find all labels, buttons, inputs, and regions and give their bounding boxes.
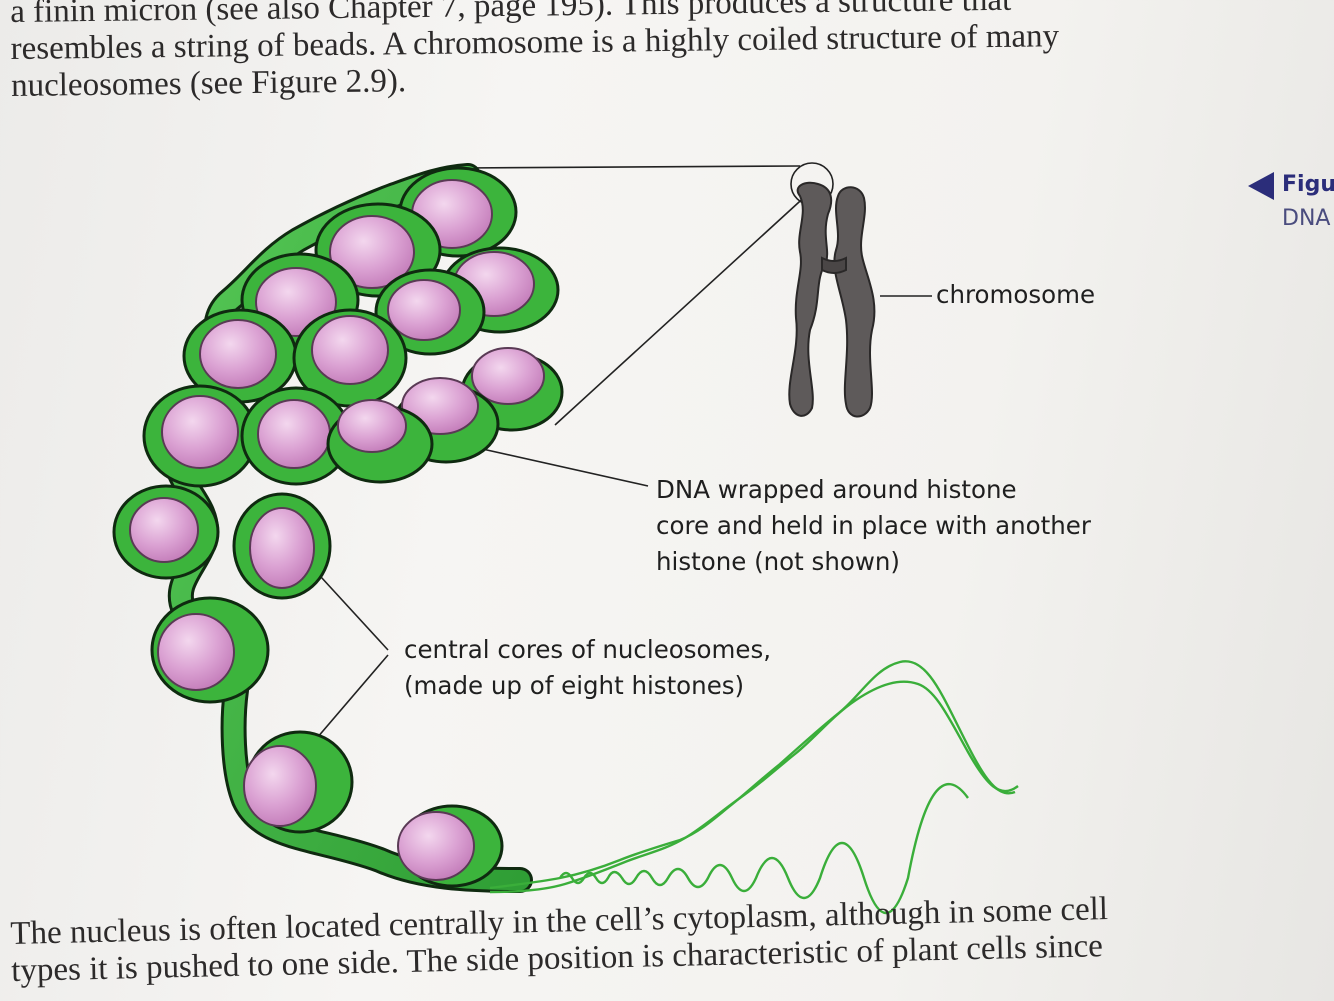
chromosome-label: chromosome [936, 277, 1095, 313]
dna-wrapped-label-line-1: DNA wrapped around histone [656, 472, 1091, 508]
chromosome-icon [789, 183, 874, 417]
dna-wrapped-label: DNA wrapped around histone core and held… [656, 472, 1091, 580]
helix-coils [560, 784, 968, 913]
nucleosome-cluster [114, 168, 562, 886]
dna-wrapped-label-line-3: histone (not shown) [656, 544, 1091, 580]
nucleosome [398, 806, 502, 886]
nucleosome [152, 598, 268, 702]
central-cores-label-line-1: central cores of nucleosomes, [404, 632, 771, 668]
dna-wrapped-label-line-2: core and held in place with another [656, 508, 1091, 544]
nucleosome [114, 486, 218, 578]
figure-tab-subtitle: DNA [1282, 206, 1330, 231]
figure-side-tab: Figu DNA [1248, 160, 1334, 250]
figure-tab-title: Figu [1282, 172, 1334, 197]
nucleosome [244, 732, 352, 832]
nucleosome [144, 386, 256, 486]
nucleosome [234, 494, 330, 598]
leader-dna-wrapped [478, 448, 648, 486]
leader-coil-to-chromosome [555, 192, 810, 425]
central-cores-label: central cores of nucleosomes, (made up o… [404, 632, 771, 704]
leader-top-to-chromosome [462, 166, 800, 168]
central-cores-label-line-2: (made up of eight histones) [404, 668, 771, 704]
triangle-pointer-icon [1248, 172, 1274, 200]
